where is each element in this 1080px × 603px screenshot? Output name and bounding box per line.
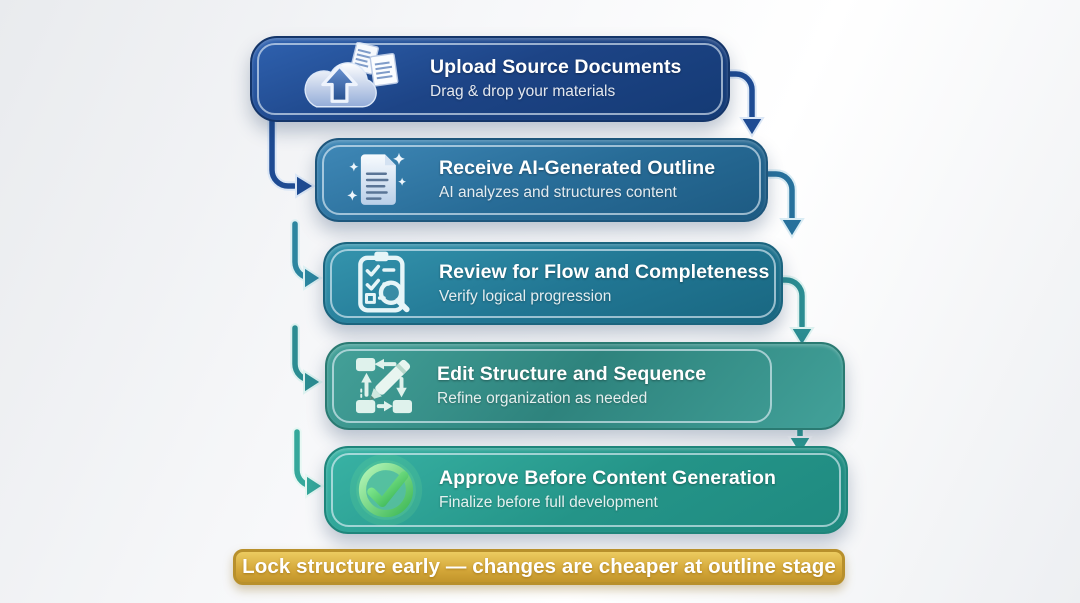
step-title: Edit Structure and Sequence	[437, 363, 707, 386]
step-card-review: Review for Flow and Completeness Verify …	[323, 242, 783, 325]
step-title: Review for Flow and Completeness	[439, 260, 770, 283]
step-card-edit: Edit Structure and Sequence Refine organ…	[325, 342, 845, 430]
step-title: Receive AI-Generated Outline	[439, 157, 716, 180]
advice-banner: Lock structure early — changes are cheap…	[233, 549, 845, 585]
cloud-upload-icon	[288, 42, 404, 116]
arrow-step4-to-step5-left	[292, 427, 325, 499]
step-title: Upload Source Documents	[430, 56, 682, 79]
step-title: Approve Before Content Generation	[439, 467, 776, 490]
step-subtitle: Finalize before full development	[439, 494, 658, 512]
arrow-step2-to-step3-left	[290, 219, 323, 291]
arrow-step3-to-step4-right	[773, 275, 815, 348]
step-subtitle: Refine organization as needed	[437, 390, 648, 408]
clipboard-review-icon	[347, 249, 421, 319]
step-subtitle: AI analyzes and structures content	[439, 184, 677, 202]
sparkle-document-icon	[343, 145, 413, 215]
approve-check-icon	[348, 452, 424, 528]
arrow-step1-to-step2-left	[267, 113, 316, 199]
step-card-upload: Upload Source Documents Drag & drop your…	[250, 36, 730, 122]
step-card-approve: Approve Before Content Generation Finali…	[324, 446, 848, 534]
arrow-step2-to-step3-right	[757, 169, 805, 239]
arrow-step3-to-step4-left	[290, 323, 323, 395]
edit-structure-icon	[347, 351, 421, 421]
step-subtitle: Drag & drop your materials	[430, 83, 616, 101]
advice-banner-text: Lock structure early — changes are cheap…	[242, 555, 836, 578]
step-subtitle: Verify logical progression	[439, 287, 612, 305]
step-card-outline: Receive AI-Generated Outline AI analyzes…	[315, 138, 768, 222]
